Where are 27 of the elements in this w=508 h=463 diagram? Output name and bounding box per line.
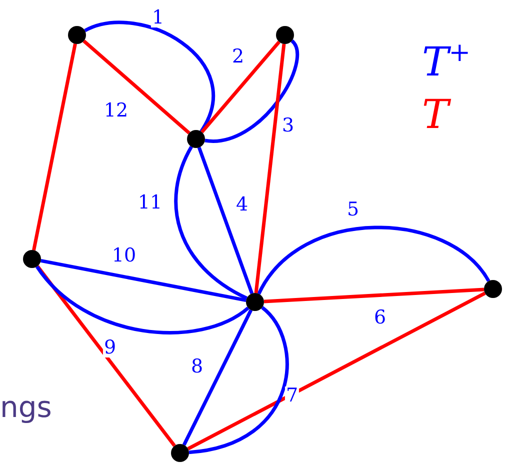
- graph-edge: [264, 288, 484, 304]
- graph-edge: [84, 20, 215, 132]
- vertex-dot: [187, 130, 205, 148]
- graph-edge: [200, 40, 280, 134]
- graph-edge: [204, 40, 300, 143]
- edge-label: 9: [102, 338, 118, 358]
- graph-edge: [197, 146, 254, 294]
- graph-edge: [32, 43, 77, 251]
- vertex-dot: [246, 293, 264, 311]
- legend-entry: T$^{+}$: [422, 40, 470, 82]
- graph-edge: [188, 306, 289, 454]
- graph-edge: [36, 265, 250, 334]
- graph-edge: [36, 265, 176, 447]
- graph-edge: [182, 309, 253, 446]
- graph-edge: [257, 226, 490, 295]
- graph-edge: [82, 40, 190, 134]
- vertex-dot: [68, 26, 86, 44]
- vertex-dot: [171, 444, 189, 462]
- vertex-dot: [484, 280, 502, 298]
- graph-edge: [187, 292, 486, 450]
- graph-edge: [174, 146, 248, 300]
- legend-entry: T: [422, 95, 449, 135]
- partial-caption-text: ngs: [0, 390, 52, 424]
- graph-edge: [40, 258, 246, 302]
- graph-edge: [254, 44, 286, 294]
- vertex-dot: [23, 250, 41, 268]
- vertex-dot: [276, 26, 294, 44]
